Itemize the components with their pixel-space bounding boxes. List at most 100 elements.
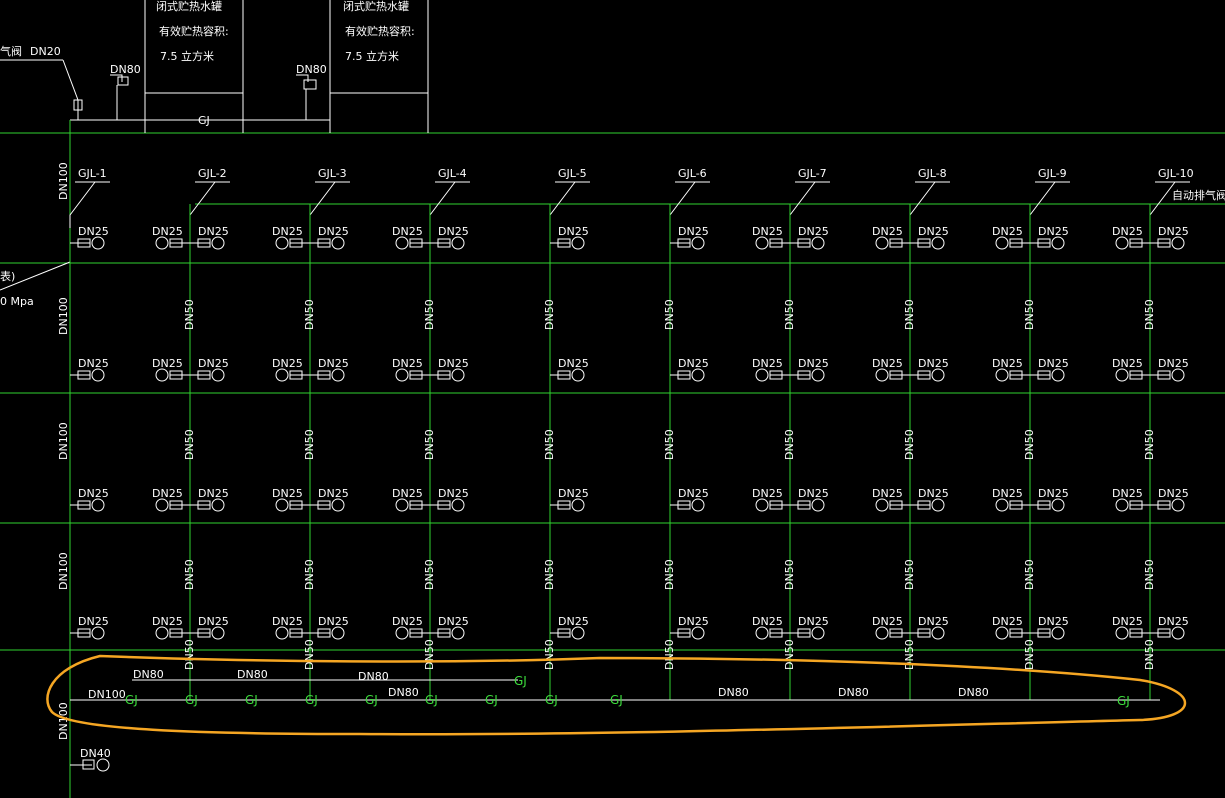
meter-right-1-1	[91, 236, 105, 250]
valve-left-9-4	[1009, 628, 1023, 638]
main-riser-size-1: DN100	[57, 162, 70, 200]
branch-size-right-9-4: DN25	[1038, 615, 1069, 628]
riser-label-2: GJL-2	[198, 167, 227, 180]
valve-left-7-2	[769, 370, 783, 380]
gj-mark-3: GJ	[245, 693, 258, 707]
tank-1-line3: 7.5 立方米	[160, 49, 214, 63]
valve-right-4-4	[437, 628, 451, 638]
valve-right-9-2	[1037, 370, 1051, 380]
meter-left-10-3	[1115, 498, 1129, 512]
riser-size-6-2: DN50	[663, 429, 676, 460]
riser-label-5: GJL-5	[558, 167, 587, 180]
valve-right-3-1	[317, 238, 331, 248]
valve-left-2-3	[169, 500, 183, 510]
gj-mark-7: GJ	[485, 693, 498, 707]
valve-left-10-1	[1129, 238, 1143, 248]
meter-right-9-3	[1051, 498, 1065, 512]
bottom-size-3: DN80	[237, 668, 268, 681]
meter-right-5-2	[571, 368, 585, 382]
meter-right-3-2	[331, 368, 345, 382]
top-header-gj: GJ	[198, 114, 210, 127]
branch-size-left-2-4: DN25	[152, 615, 183, 628]
riser-size-3-2: DN50	[303, 429, 316, 460]
valve-left-3-1	[289, 238, 303, 248]
drain-branch: DN40	[70, 747, 111, 772]
main-riser-size-3: DN100	[57, 422, 70, 460]
meter-left-8-2	[875, 368, 889, 382]
branch-size-right-3-4: DN25	[318, 615, 349, 628]
valve-left-8-1	[889, 238, 903, 248]
valve-left-9-2	[1009, 370, 1023, 380]
meter-right-2-2	[211, 368, 225, 382]
meter-right-1-2	[91, 368, 105, 382]
branch-size-left-4-2: DN25	[392, 357, 423, 370]
branch-size-left-2-1: DN25	[152, 225, 183, 238]
riser-size-6-1: DN50	[663, 299, 676, 330]
meter-right-2-3	[211, 498, 225, 512]
valve-right-6-2	[677, 370, 691, 380]
branch-size-right-4-3: DN25	[438, 487, 469, 500]
riser-size-6-4: DN50	[663, 639, 676, 670]
valve-right-5-3	[557, 500, 571, 510]
meter-right-10-1	[1171, 236, 1185, 250]
branch-size-left-7-4: DN25	[752, 615, 783, 628]
meter-left-8-3	[875, 498, 889, 512]
valve-right-1-4	[77, 628, 91, 638]
gj-mark-4: GJ	[305, 693, 318, 707]
valve-left-9-3	[1009, 500, 1023, 510]
gj-mark-8: GJ	[545, 693, 558, 707]
riser-size-2-3: DN50	[183, 559, 196, 590]
valve-right-8-4	[917, 628, 931, 638]
meter-left-9-2	[995, 368, 1009, 382]
branch-size-right-7-3: DN25	[798, 487, 829, 500]
riser-size-7-2: DN50	[783, 429, 796, 460]
meter-right-7-2	[811, 368, 825, 382]
storage-tank-2[interactable]: 闭式贮热水罐 有效贮热容积: 7.5 立方米	[329, 0, 429, 133]
meter-right-5-1	[571, 236, 585, 250]
meter-right-3-4	[331, 626, 345, 640]
tank-2-line1: 闭式贮热水罐	[343, 0, 409, 13]
tank-1-line2: 有效贮热容积:	[159, 24, 229, 38]
meter-right-10-3	[1171, 498, 1185, 512]
auto-air-valve-label: 自动排气阀	[1172, 188, 1225, 202]
branch-size-left-8-3: DN25	[872, 487, 903, 500]
branch-size-right-9-2: DN25	[1038, 357, 1069, 370]
valve-left-2-2	[169, 370, 183, 380]
branch-size-left-7-3: DN25	[752, 487, 783, 500]
riser-size-6-3: DN50	[663, 559, 676, 590]
riser-size-2-1: DN50	[183, 299, 196, 330]
meter-left-7-3	[755, 498, 769, 512]
riser-size-3-3: DN50	[303, 559, 316, 590]
meter-right-6-4	[691, 626, 705, 640]
branch-size-right-4-2: DN25	[438, 357, 469, 370]
gj-mark-1: GJ	[125, 693, 138, 707]
valve-left-2-4	[169, 628, 183, 638]
valve-left-10-3	[1129, 500, 1143, 510]
storage-tank-1[interactable]: 闭式贮热水罐 有效贮热容积: 7.5 立方米	[144, 0, 244, 133]
meter-left-4-2	[395, 368, 409, 382]
riser-leader-8	[909, 181, 936, 228]
valve-left-8-3	[889, 500, 903, 510]
meter-left-9-1	[995, 236, 1009, 250]
branch-size-left-3-4: DN25	[272, 615, 303, 628]
valve-right-1-1	[77, 238, 91, 248]
meter-right-5-4	[571, 626, 585, 640]
riser-size-8-1: DN50	[903, 299, 916, 330]
bottom-size-6: DN80	[718, 686, 749, 699]
valve-right-7-2	[797, 370, 811, 380]
meter-left-2-3	[155, 498, 169, 512]
branch-size-right-2-2: DN25	[198, 357, 229, 370]
valve-right-3-3	[317, 500, 331, 510]
branch-size-left-4-4: DN25	[392, 615, 423, 628]
meter-right-6-3	[691, 498, 705, 512]
branch-size-left-8-2: DN25	[872, 357, 903, 370]
riser-size-3-1: DN50	[303, 299, 316, 330]
riser-size-10-2: DN50	[1143, 429, 1156, 460]
bottom-size-7: DN80	[838, 686, 869, 699]
valve-left-7-1	[769, 238, 783, 248]
branch-size-right-3-3: DN25	[318, 487, 349, 500]
riser-leader-1	[69, 181, 96, 228]
meter-right-3-1	[331, 236, 345, 250]
riser-size-4-3: DN50	[423, 559, 436, 590]
